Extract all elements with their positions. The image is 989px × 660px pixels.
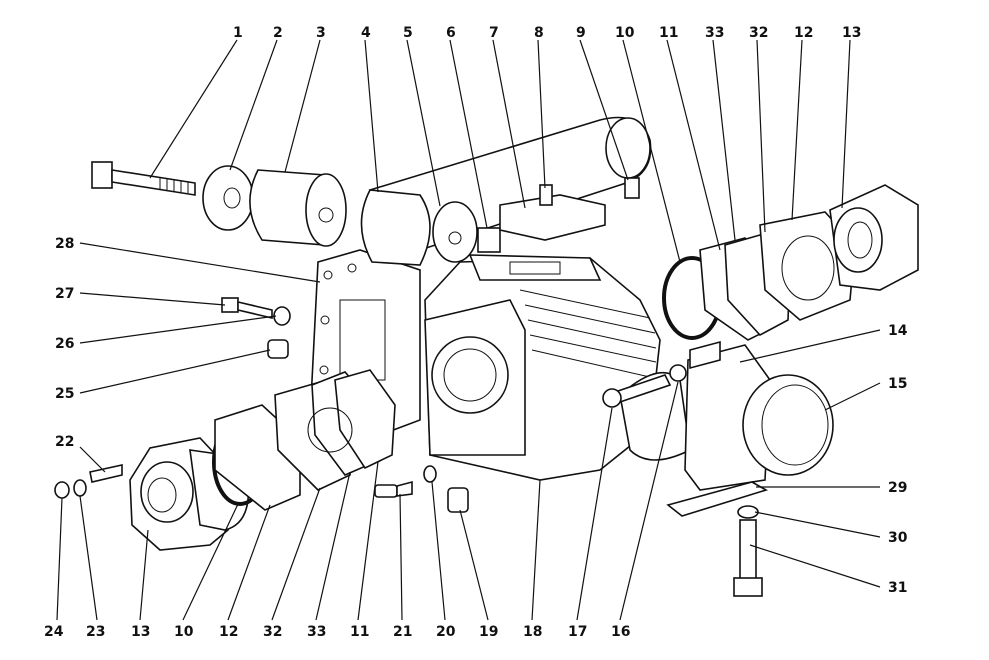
label-21: 21 (393, 624, 412, 640)
support-assembly (602, 340, 834, 597)
label-11-bottom: 11 (350, 624, 369, 640)
label-32-bottom: 32 (263, 624, 282, 640)
label-17: 17 (568, 624, 587, 640)
label-10-bottom: 10 (174, 624, 194, 640)
label-30: 30 (888, 530, 908, 546)
left-flange-assembly (129, 369, 396, 551)
label-13-top: 13 (842, 25, 861, 41)
label-11-top: 11 (659, 25, 678, 41)
label-8: 8 (534, 25, 544, 41)
label-3: 3 (316, 25, 326, 41)
right-flange-assembly (662, 184, 919, 341)
label-10-top: 10 (615, 25, 635, 41)
label-23: 23 (86, 624, 105, 640)
label-15: 15 (888, 376, 907, 392)
label-29: 29 (888, 480, 907, 496)
label-5: 5 (403, 25, 413, 41)
small-parts (54, 297, 469, 513)
label-19: 19 (479, 624, 498, 640)
label-14: 14 (888, 323, 908, 339)
label-4: 4 (361, 25, 371, 41)
label-7: 7 (489, 25, 499, 41)
label-26: 26 (55, 336, 74, 352)
label-2: 2 (273, 25, 283, 41)
label-6: 6 (446, 25, 456, 41)
label-16: 16 (611, 624, 630, 640)
upper-bolt-assembly (91, 161, 501, 266)
leader-lines (56, 39, 881, 621)
label-12-bottom: 12 (219, 624, 238, 640)
label-25: 25 (55, 386, 74, 402)
label-22: 22 (55, 434, 74, 450)
labels-bottom: 24 23 13 10 12 32 33 11 21 20 19 18 17 1… (44, 624, 630, 640)
label-1: 1 (233, 25, 243, 41)
label-9: 9 (576, 25, 586, 41)
label-20: 20 (436, 624, 456, 640)
label-33-top: 33 (705, 25, 724, 41)
labels-left: 28 27 26 25 22 (55, 236, 74, 450)
label-32-top: 32 (749, 25, 768, 41)
label-18: 18 (523, 624, 542, 640)
label-24: 24 (44, 624, 64, 640)
labels-right: 14 15 29 30 31 (888, 323, 908, 596)
label-31: 31 (888, 580, 907, 596)
label-33-bottom: 33 (307, 624, 326, 640)
label-28: 28 (55, 236, 74, 252)
label-12-top: 12 (794, 25, 813, 41)
label-13-bottom: 13 (131, 624, 150, 640)
bracket-assembly (499, 177, 640, 241)
label-27: 27 (55, 286, 74, 302)
labels-top: 1 2 3 4 5 6 7 8 9 10 11 33 32 12 13 (233, 25, 861, 41)
